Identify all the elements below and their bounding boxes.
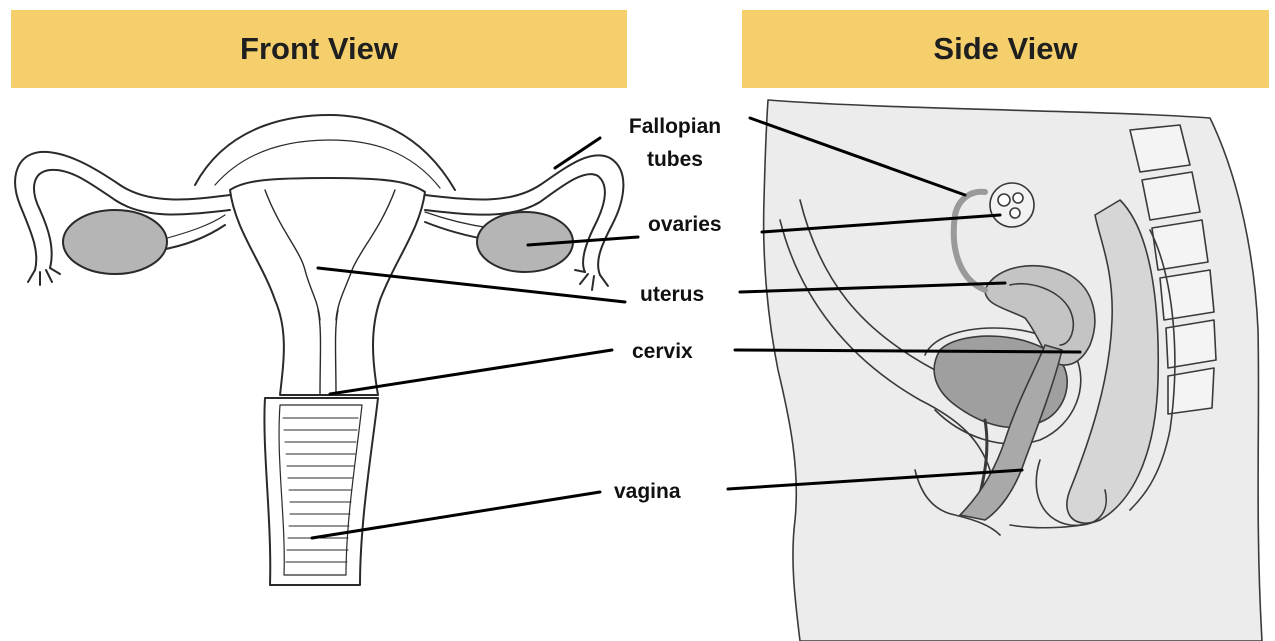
side-view-title: Side View — [933, 31, 1077, 67]
label-cervix: cervix — [632, 340, 693, 364]
ovary-follicle-1 — [998, 194, 1010, 206]
front-view-header: Front View — [11, 10, 627, 88]
label-ovaries: ovaries — [648, 213, 722, 237]
front-view-title: Front View — [240, 31, 398, 67]
leader-fallopian-front — [555, 138, 600, 168]
label-fallopian-tubes: Fallopian tubes — [608, 110, 742, 176]
side-view-illustration — [764, 100, 1262, 641]
label-uterus: uterus — [640, 283, 704, 307]
leader-cervix-side — [735, 350, 1080, 352]
left-fimbriae — [28, 268, 60, 285]
left-ovarian-ligament-2 — [160, 215, 225, 240]
left-ovary — [63, 210, 167, 274]
ovary-side — [990, 183, 1034, 227]
side-view-header: Side View — [742, 10, 1269, 88]
ovary-follicle-3 — [1010, 208, 1020, 218]
right-fimbriae — [575, 270, 608, 290]
label-fallopian-line1: Fallopian — [608, 110, 742, 143]
front-view-illustration — [15, 115, 623, 585]
label-vagina: vagina — [614, 480, 681, 504]
uterus-body — [230, 178, 425, 395]
ovary-follicle-2 — [1013, 193, 1023, 203]
label-fallopian-line2: tubes — [608, 143, 742, 176]
